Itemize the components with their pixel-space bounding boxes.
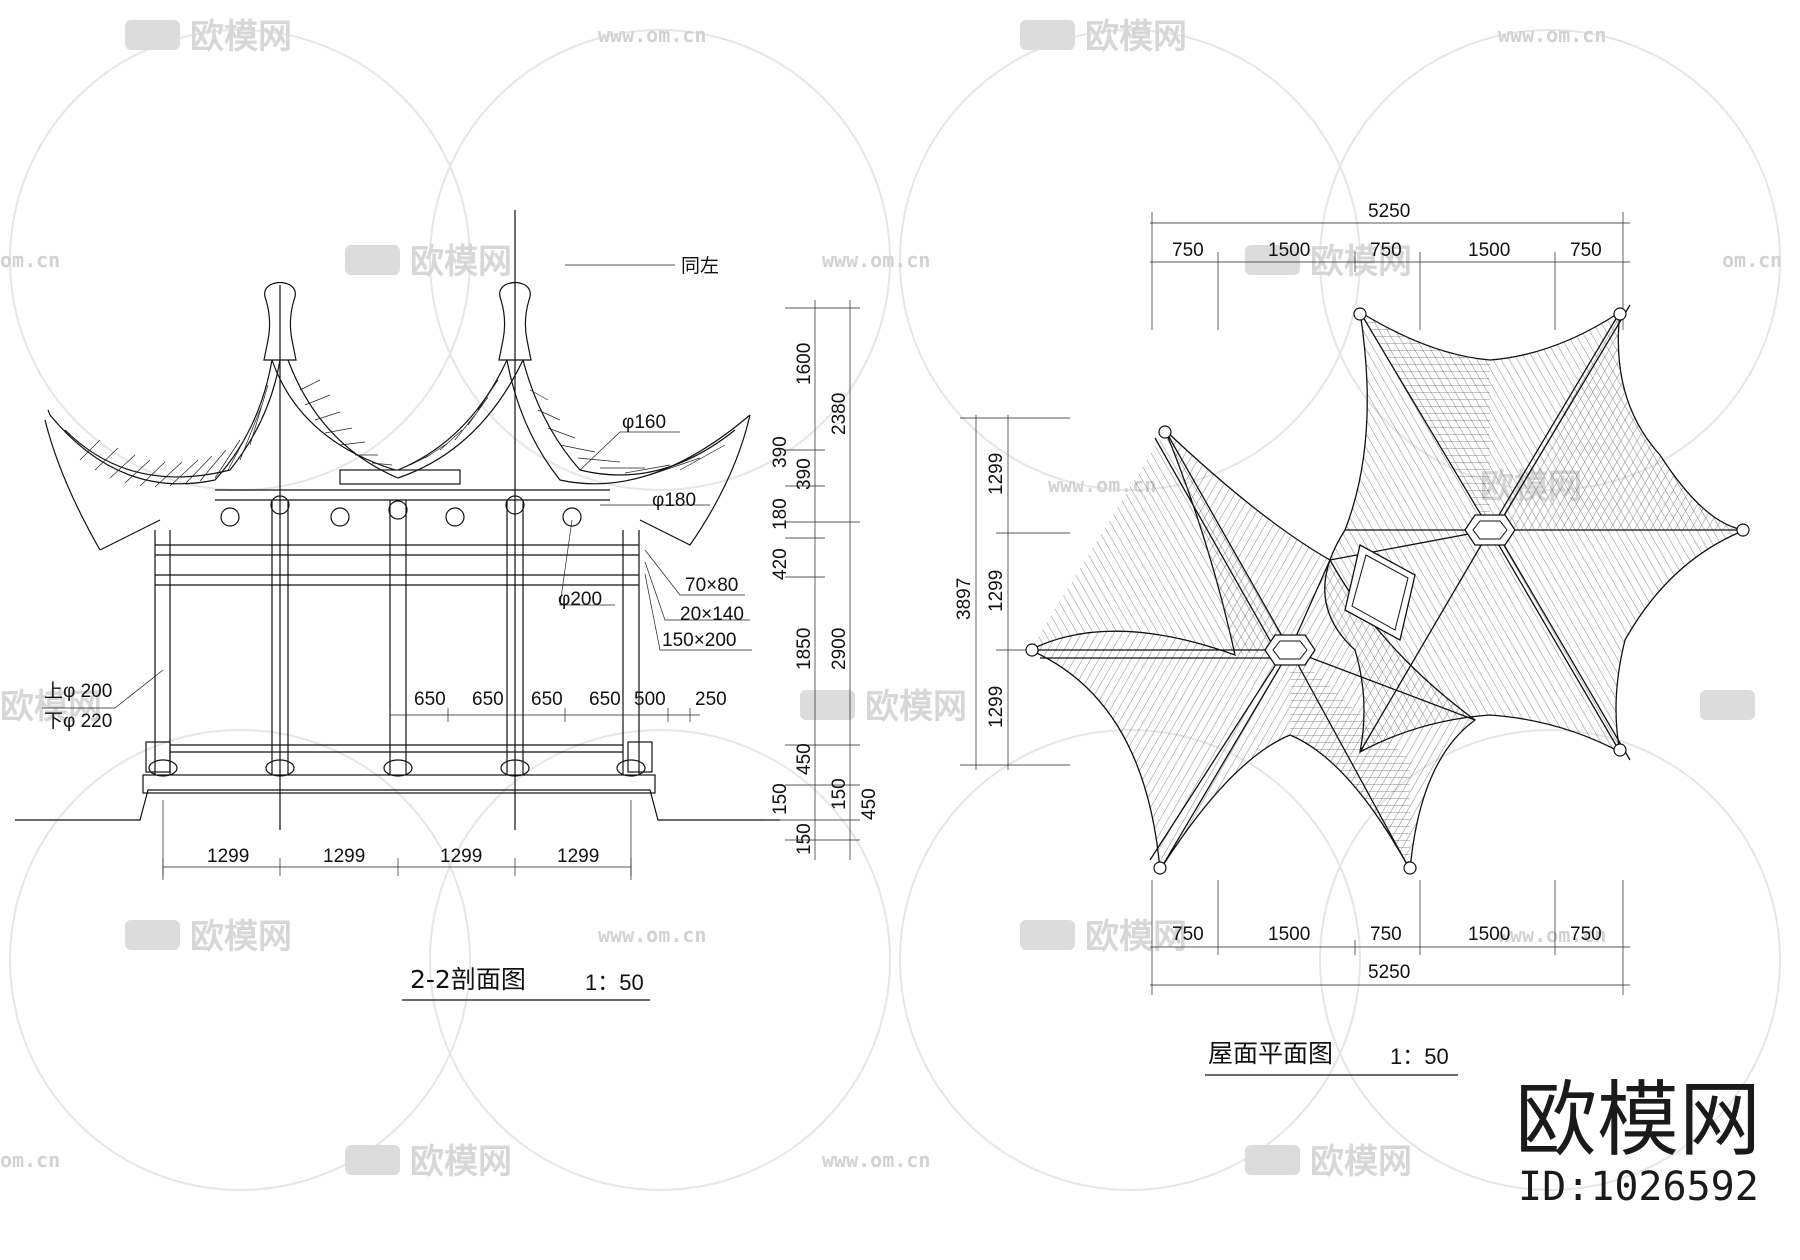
dim-top-4: 500 [634,689,666,710]
vdim-2900: 2900 [829,628,850,670]
columns [154,500,640,775]
ridge-end-knobs [1025,307,1750,875]
plan-left-1: 1299 [986,570,1007,612]
watermark-url: om.cn [0,248,60,272]
note-same-left: 同左 [681,255,719,277]
ridge-middle [339,469,461,485]
watermark-brand: 欧模网 [190,917,292,957]
callout-phi180: φ180 [652,490,696,511]
callout-70x80: 70×80 [685,575,738,596]
callout-150x200: 150×200 [662,630,737,651]
vdim-390a: 390 [770,436,791,468]
watermark-url: om.cn [1722,248,1782,272]
roof-plan-scale: 1：50 [1390,1044,1449,1069]
callout-phi160: φ160 [622,412,666,433]
dim-bottom-2: 1299 [440,846,482,867]
roof-ridges [1030,304,1745,871]
vdim-180: 180 [770,498,791,530]
watermark-url: www.om.cn [1498,923,1606,947]
watermark-url: www.om.cn [822,1148,930,1172]
dim-bottom-1: 1299 [323,846,365,867]
vdim-2380: 2380 [829,393,850,435]
brand-id: ID:1026592 [1518,1164,1759,1210]
roof-plan-title: 屋面平面图 [1208,1039,1333,1068]
dim-bottom-0: 1299 [207,846,249,867]
vdim-150b: 150 [794,823,815,855]
watermark-brand: 欧模网 [0,687,102,727]
vdim-150c: 150 [829,778,850,810]
plan-left-2: 1299 [986,686,1007,728]
plan-bottom-1: 1500 [1268,924,1310,945]
vdim-450: 450 [794,743,815,775]
plan-top-3: 1500 [1468,240,1510,261]
plan-bottom-total: 5250 [1368,962,1410,983]
plan-top-total: 5250 [1368,201,1410,222]
section-drawing: 同左 φ160 φ180 φ200 70×80 20×140 150×200 上… [15,210,880,1001]
plan-left-total: 3897 [954,578,975,620]
plinth [142,774,656,794]
brand-logo: 欧模网 [1515,1073,1761,1168]
roof-tiles [79,379,726,488]
vdim-1600: 1600 [794,343,815,385]
plan-bottom-3: 1500 [1468,924,1510,945]
dim-top-1: 650 [472,689,504,710]
plan-top-4: 750 [1570,240,1602,261]
plan-top-1: 1500 [1268,240,1310,261]
beams [155,489,639,753]
plan-left-0: 1299 [986,453,1007,495]
watermark-brand: 欧模网 [1310,1142,1412,1182]
hex-finial-right [1464,514,1516,546]
watermark-brand: 欧模网 [410,242,512,282]
callout-20x140: 20×140 [680,604,744,625]
callout-col-lower: 下φ 220 [44,711,112,732]
section-title: 2-2剖面图 [410,965,526,994]
vdim-1850: 1850 [794,628,815,670]
watermark-brand: 欧模网 [1085,917,1187,957]
watermark-brand: 欧模网 [410,1142,512,1182]
plan-top-2: 750 [1370,240,1402,261]
roof-hex-right [1324,310,1748,754]
watermark-url: www.om.cn [598,23,706,47]
vdim-390b: 390 [794,458,815,490]
hex-finial-left [1264,634,1316,666]
callout-phi200: φ200 [558,589,602,610]
dim-top-2: 650 [531,689,563,710]
watermark-brand: 欧模网 [865,687,967,727]
watermark-url: om.cn [0,1148,60,1172]
ridge-finial [263,210,532,830]
callout-col-upper: 上φ 200 [44,680,112,702]
ground-line [15,789,780,821]
watermark-brand: 欧模网 [190,17,292,57]
watermark-url: www.om.cn [598,923,706,947]
watermark-url: www.om.cn [822,248,930,272]
dim-top-3: 650 [589,689,621,710]
roof-plan: 5250 750 1500 750 1500 750 3897 1299 129… [954,201,1750,1076]
dim-top-5: 250 [695,689,727,710]
watermark-brand: 欧模网 [1085,17,1187,57]
vdim-150a: 150 [770,783,791,815]
section-scale: 1：50 [585,970,644,995]
dim-bottom-3: 1299 [557,846,599,867]
plan-bottom-2: 750 [1370,924,1402,945]
column-bases [145,741,653,777]
dim-top-0: 650 [414,689,446,710]
vdim-450b: 450 [859,788,880,820]
roof-right [397,359,751,546]
watermark-url: www.om.cn [1498,23,1606,47]
plan-top-0: 750 [1172,240,1204,261]
plan-bottom-0: 750 [1172,924,1204,945]
watermark-logo-icon [125,20,1755,1175]
vdim-420: 420 [770,548,791,580]
beam-ends [220,495,582,527]
plan-bottom-4: 750 [1570,924,1602,945]
